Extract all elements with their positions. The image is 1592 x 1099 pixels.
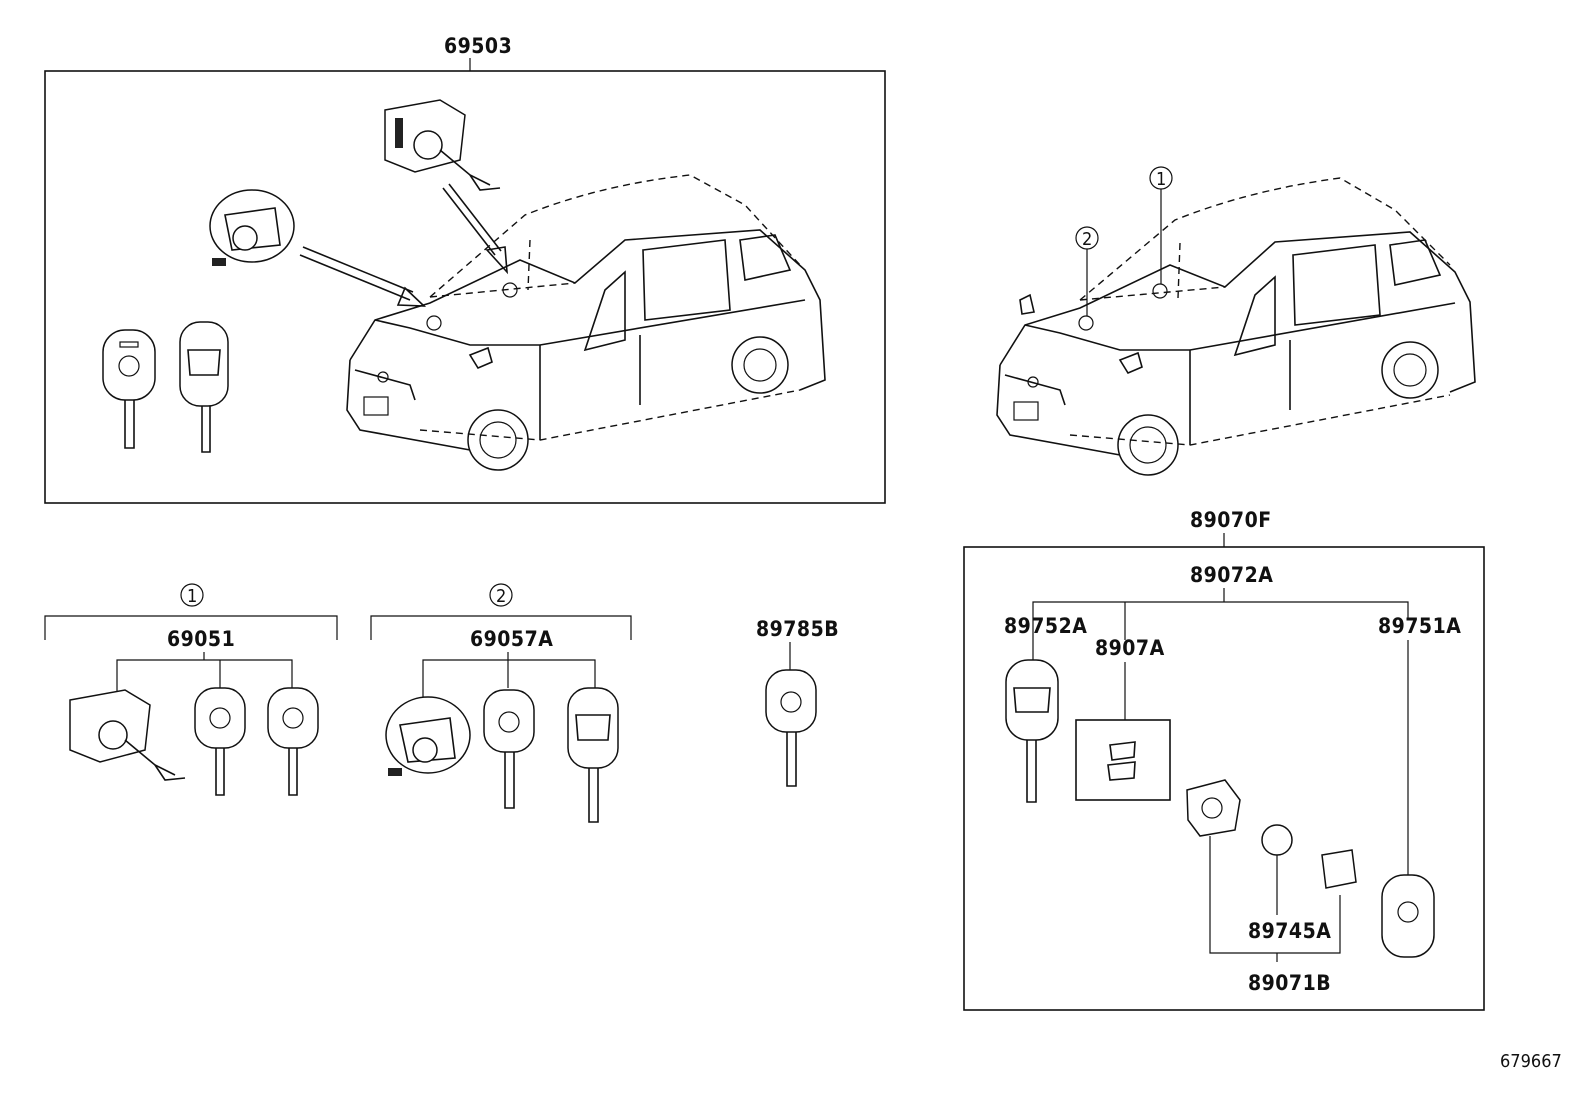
callout-number-1: 1: [1156, 169, 1166, 190]
callout-1-right: 1: [1149, 166, 1173, 284]
part-label-89785b[interactable]: 89785B: [756, 617, 839, 641]
part-label-69503[interactable]: 69503: [444, 34, 512, 58]
part-label-89752a[interactable]: 89752A: [1004, 614, 1087, 638]
blank-key-group: 89785B: [756, 617, 839, 787]
callout-2-right: 2: [1075, 226, 1099, 316]
part-label-69051[interactable]: 69051: [167, 627, 235, 651]
lock-set-1-group: 1 69051: [44, 583, 338, 796]
ignition-cylinder-illustration: [384, 99, 501, 191]
door-lock-illustration: [209, 189, 295, 266]
part-label-89072a[interactable]: 89072A: [1190, 563, 1273, 587]
part-label-89751a[interactable]: 89751A: [1378, 614, 1461, 638]
callout-number-1-bottom: 1: [187, 586, 197, 607]
part-label-89070f[interactable]: 89070F: [1190, 508, 1272, 532]
assembly-box-69503: 69503: [44, 34, 886, 504]
figure-number: 679667: [1500, 1051, 1562, 1072]
callout-number-2: 2: [1082, 229, 1092, 250]
part-label-89745a[interactable]: 89745A: [1248, 919, 1331, 943]
lock-set-2-group: 2 69057A: [370, 583, 632, 823]
vehicle-illustration-right: [996, 177, 1476, 476]
transmitter-assembly-box: 89070F 89072A 89752A 8907A 89751A 89745A: [963, 508, 1485, 1011]
part-label-69057a[interactable]: 69057A: [470, 627, 553, 651]
key-illustrations-box: [102, 321, 229, 453]
part-label-89071b[interactable]: 89071B: [1248, 971, 1331, 995]
part-label-8907a[interactable]: 8907A: [1095, 636, 1165, 660]
callout-number-2-bottom: 2: [496, 586, 506, 607]
vehicle-illustration-left: [299, 174, 826, 471]
